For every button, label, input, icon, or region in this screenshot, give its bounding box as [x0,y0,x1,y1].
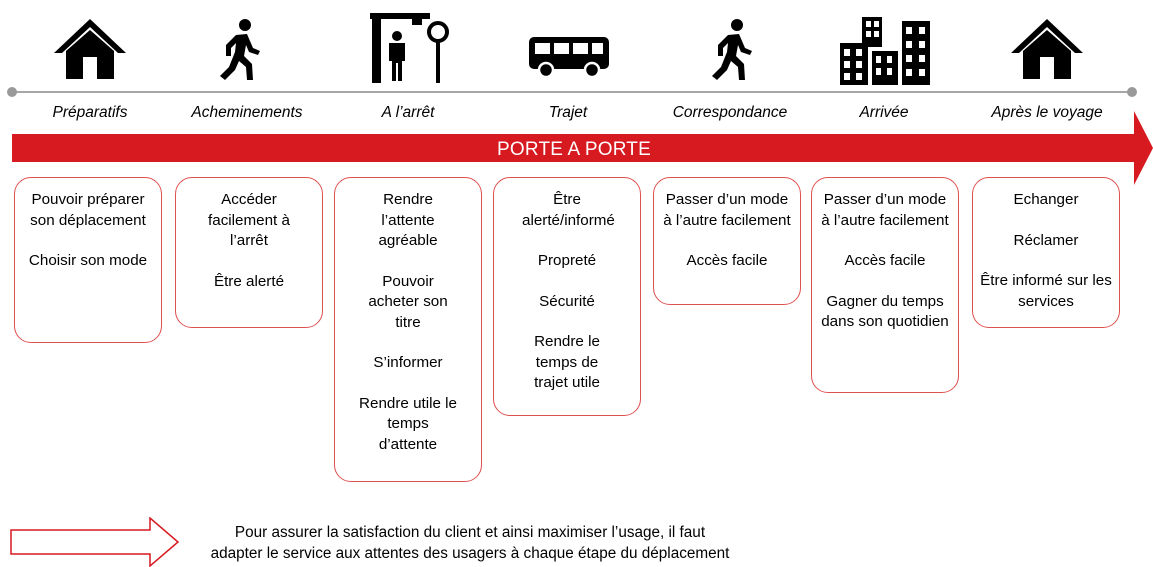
need-item: Propreté [537,252,597,269]
need-item: Rendre utile le temps d’attente [359,394,457,453]
needs-box-acheminements: Accéder facilement à l’arrêt Être alerté [175,177,323,328]
porte-a-porte-arrow [12,111,1153,185]
stage-label-arrivee: Arrivée [859,104,909,121]
timeline-line [12,91,1134,93]
need-item: Sécurité [539,292,595,310]
need-item: Gagner du temps dans son quotidien [821,292,949,331]
needs-box-preparatifs: Pouvoir préparer son déplacement Choisir… [14,177,162,343]
need-item: Être informé sur les services [980,272,1112,310]
need-item: Rendre le temps de trajet utile [534,333,600,391]
needs-box-trajet: Être alerté/informé Propreté Sécurité Re… [493,177,641,416]
outline-arrow-icon [10,517,180,567]
conclusion-line-1: Pour assurer la satisfaction du client e… [234,524,706,541]
need-item: Accès facile [686,252,768,269]
need-item: Passer d’un mode à l’autre facilement [663,191,791,229]
stage-label-trajet: Trajet [548,104,588,121]
need-item: Être alerté/informé [522,191,615,229]
need-item: Pouvoir acheter son titre [368,272,448,331]
house-icon [1011,19,1083,79]
need-item: Accéder facilement à l’arrêt [208,191,290,249]
timeline-end-dot [1127,87,1137,97]
timeline-start-dot [7,87,17,97]
need-item: S’informer [373,354,443,371]
need-item: Réclamer [1013,231,1079,249]
stage-label-preparatifs: Préparatifs [52,104,128,121]
house-icon [54,19,126,79]
need-item: Accès facile [844,252,926,269]
walking-person-icon [712,19,752,80]
need-item: Pouvoir préparer son déplacement [30,191,146,229]
stage-label-correspondance: Correspondance [672,104,788,121]
porte-a-porte-label: PORTE A PORTE [497,139,651,160]
need-item: Passer d’un mode à l’autre facilement [821,191,949,229]
need-item: Rendre l’attente agréable [378,191,438,249]
city-buildings-icon [840,17,930,85]
bus-stop-icon [370,13,449,83]
needs-box-a-l-arret: Rendre l’attente agréable Pouvoir achete… [334,177,482,482]
needs-box-correspondance: Passer d’un mode à l’autre facilement Ac… [653,177,801,305]
need-item: Être alerté [213,272,285,290]
need-item: Choisir son mode [28,252,148,269]
stage-label-a-l-arret: A l’arrêt [381,104,435,121]
bus-icon [529,37,609,78]
walking-person-icon [220,19,260,80]
conclusion-text: Pour assurer la satisfaction du client e… [190,523,750,564]
stage-label-acheminements: Acheminements [191,104,303,121]
need-item: Echanger [1013,191,1079,208]
needs-box-apres-le-voyage: Echanger Réclamer Être informé sur les s… [972,177,1120,328]
conclusion-line-2: adapter le service aux attentes des usag… [210,544,730,562]
stage-label-apres-le-voyage: Après le voyage [991,104,1103,121]
needs-box-arrivee: Passer d’un mode à l’autre facilement Ac… [811,177,959,393]
